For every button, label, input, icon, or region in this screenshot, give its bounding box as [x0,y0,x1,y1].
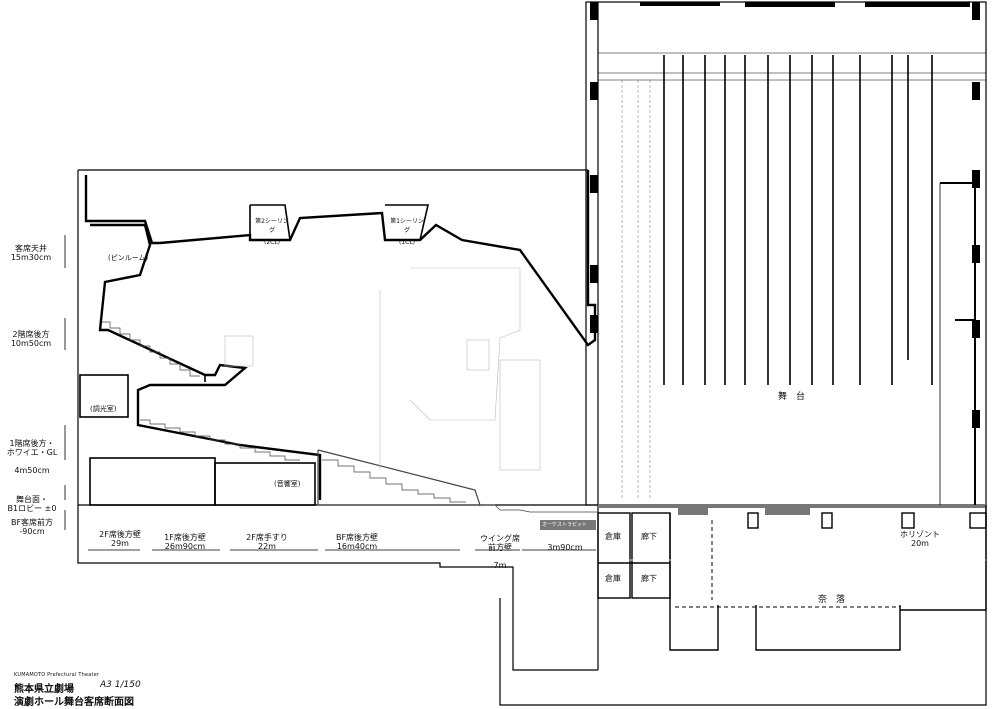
level-value: -90cm [19,527,45,536]
distance-wing: ウイング席 前方壁 7m [478,525,522,579]
level-name: 1階席後方・ ホワイエ・GL [6,439,58,457]
distance-value: 26m90cm [164,542,206,551]
level-name: 客席天井 [15,244,47,253]
pin-room-label: (ピンルーム) [108,254,149,262]
distance-value: 20m [911,539,929,548]
distance-name: 2F席手すり [246,533,288,542]
title-line1: 熊本県立劇場 [14,684,74,695]
level-value: 10m50cm [10,339,52,348]
balcony-2f [90,223,322,500]
distance-value: 22m [258,542,276,551]
distance-bf-rear: BF席後方壁 16m40cm [322,533,392,551]
ceiling1-label: 第1シーリング (1CL) [388,216,426,246]
title-line2: 演劇ホール舞台客席断面図 [14,697,134,708]
storage-label: 倉庫 [605,574,621,583]
distance-value: 3m90cm [547,543,583,552]
stage-tower [585,1,987,506]
level-name: 2階席後方 [12,330,50,339]
distance-pit: 3m90cm [540,543,590,552]
ceiling-code: (2CL) [263,239,281,246]
sound-room [214,462,316,506]
distance-name: ウイング席 前方壁 [480,534,520,552]
distance-name: ホリゾント [900,530,940,539]
scale-label: A3 1/150 [100,680,141,690]
distance-1f-rear: 1F席後方壁 26m90cm [150,533,220,551]
level-ceiling: 客席天井 15m30cm [6,244,56,262]
ceiling-code: (1CL) [398,239,416,246]
level-stage: 舞台面・ B1ロビー ±0 [2,486,62,522]
level-value: 15m30cm [10,253,52,262]
level-2f: 2階席後方 10m50cm [6,330,56,348]
pit-label: 奈 落 [818,595,846,605]
sound-room-label: (音響室) [274,480,301,488]
distance-name: BF席後方壁 [335,533,379,542]
level-name: BF客席前方 [10,518,54,527]
distance-horizont: ホリゾント 20m [890,530,950,548]
distance-name: 2F席後方壁 [99,530,141,539]
distance-value: 16m40cm [336,542,378,551]
corridor-label: 廊下 [641,532,657,541]
corridor-label: 廊下 [641,574,657,583]
storage-label: 倉庫 [605,532,621,541]
auditorium-ceiling [84,170,597,347]
ceiling-name: 第2シーリング [255,218,289,234]
distance-2f-rail: 2F席手すり 22m [232,533,302,551]
level-1f: 1階席後方・ ホワイエ・GL 4m50cm [2,430,62,484]
level-name: 舞台面・ B1ロビー ±0 [7,495,57,513]
ceiling2-label: 第2シーリング (2CL) [254,216,290,246]
level-value: 4m50cm [14,466,50,475]
distance-name: 1F席後方壁 [164,533,206,542]
dimmer-room-label: (調光室) [90,405,117,413]
ceiling-name: 第1シーリング [390,218,424,234]
level-bf: BF客席前方 -90cm [2,518,62,536]
orchestra-pit-label: オーケストラピット [542,522,588,528]
distance-value: 7m [493,561,507,570]
stage-label: 舞 台 [778,392,806,402]
title-english: KUMAMOTO Prefectural Theater [14,672,100,678]
orchestra-pit [540,520,596,530]
distance-2f-rear: 2F席後方壁 29m [90,530,150,548]
dimmer-room [79,374,129,418]
distance-value: 29m [111,539,129,548]
